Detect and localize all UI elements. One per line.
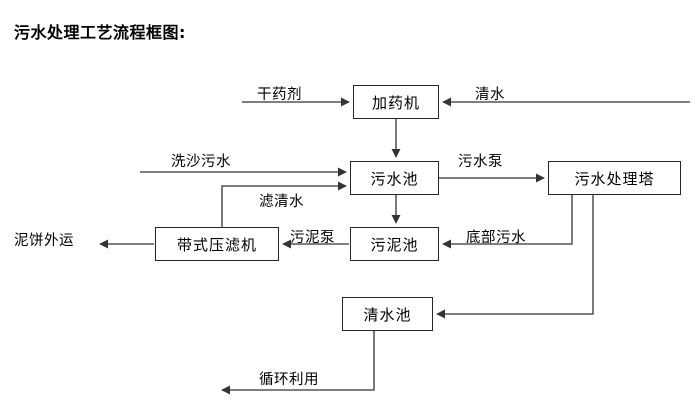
- node-clear-water-pool[interactable]: 清水池: [342, 297, 433, 331]
- page-title: 污水处理工艺流程框图:: [14, 23, 186, 42]
- terminal-label-mud-cake-out: 泥饼外运: [14, 233, 74, 249]
- edge-label-sludge-pump: 污泥泵: [290, 230, 335, 246]
- node-belt-filter-press-label: 带式压滤机: [176, 235, 257, 254]
- node-dosing-machine[interactable]: 加药机: [353, 85, 439, 119]
- node-wastewater-pool[interactable]: 污水池: [350, 161, 439, 195]
- node-clear-water-pool-label: 清水池: [363, 305, 412, 324]
- node-wastewater-pool-label: 污水池: [370, 169, 419, 188]
- edge-label-bottom-wastewater: 底部污水: [466, 230, 526, 246]
- edge-filtered-water-to-wastewater-pool: [221, 181, 347, 227]
- edge-label-dry-chemical: 干药剂: [257, 87, 302, 103]
- node-dosing-machine-label: 加药机: [371, 93, 420, 112]
- node-belt-filter-press[interactable]: 带式压滤机: [155, 227, 279, 261]
- node-sludge-pool-label: 污泥池: [370, 235, 419, 254]
- edge-label-recycle-reuse: 循环利用: [259, 372, 319, 388]
- node-wastewater-tower[interactable]: 污水处理塔: [548, 161, 681, 195]
- node-wastewater-tower-label: 污水处理塔: [574, 169, 655, 188]
- edge-tower-to-clear-water-pool: [436, 195, 594, 319]
- edge-label-wastewater-pump: 污水泵: [458, 154, 503, 170]
- edge-label-filtered-water: 滤清水: [259, 194, 304, 210]
- edge-label-clean-water: 清水: [475, 87, 505, 103]
- node-sludge-pool[interactable]: 污泥池: [350, 227, 439, 261]
- edge-tower-to-sludge-pool: [442, 195, 573, 249]
- edge-label-sand-wash-water: 洗沙污水: [171, 154, 231, 170]
- edge-clear-water-recycle: [221, 331, 375, 395]
